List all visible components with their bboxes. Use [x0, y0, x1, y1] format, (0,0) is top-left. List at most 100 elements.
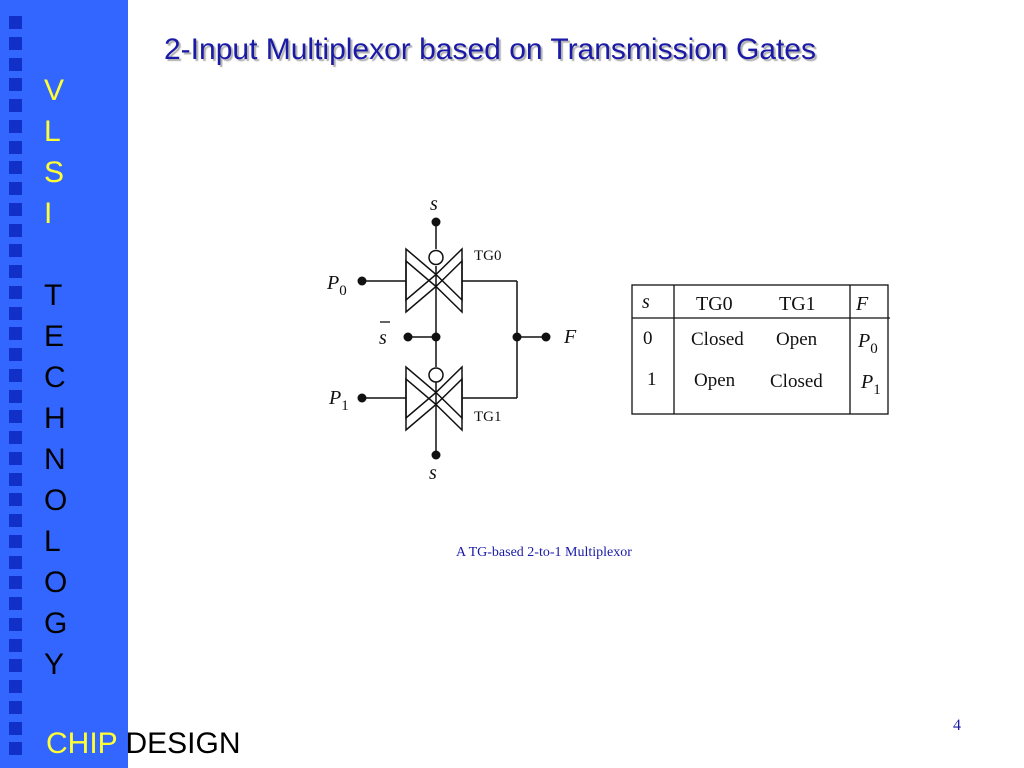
chip-design-footer: CHIP DESIGN — [46, 727, 241, 761]
table-row1-tg1: Closed — [770, 371, 823, 392]
label-p0: P0 — [326, 272, 347, 299]
square-bullet — [9, 700, 22, 714]
label-tg0: TG0 — [474, 248, 502, 264]
vlsi-letter: L — [44, 115, 61, 148]
circuit-nodes — [357, 217, 551, 460]
technology-letter: L — [44, 525, 61, 558]
node-p1 — [357, 393, 367, 403]
square-bullet — [9, 265, 22, 278]
design-word: DESIGN — [125, 727, 241, 760]
square-bullet — [9, 472, 22, 486]
square-bullet — [9, 182, 22, 195]
node-output-junction — [512, 332, 522, 342]
square-bullet — [9, 327, 22, 341]
technology-letter: H — [44, 402, 66, 435]
technology-letter: T — [44, 279, 63, 312]
node-f — [541, 332, 551, 342]
node-sbar-junction — [431, 332, 441, 342]
chip-word: CHIP — [46, 727, 118, 760]
table-row1-f-base: P — [860, 371, 873, 393]
node-sbar-input — [403, 332, 413, 342]
square-bullet — [9, 57, 22, 71]
square-bullet — [9, 202, 22, 216]
square-bullet — [9, 140, 22, 154]
square-bullet — [9, 368, 22, 382]
table-header-f: F — [855, 293, 869, 315]
technology-letter: N — [44, 443, 66, 476]
label-f: F — [563, 326, 577, 348]
node-s-bottom — [431, 450, 441, 460]
tg1-triangle-right-lower — [434, 377, 463, 432]
square-bullet — [9, 638, 22, 652]
technology-letter: O — [44, 484, 68, 517]
tg1-symbol — [405, 365, 463, 432]
label-p1-base: P — [328, 387, 341, 409]
sidebar: V L S I T E C H N O L O G Y — [0, 0, 128, 768]
square-bullet — [9, 244, 22, 258]
circuit-wires — [362, 222, 546, 455]
technology-letter: C — [44, 361, 66, 394]
square-bullet — [9, 742, 22, 756]
table-header-tg0: TG0 — [696, 293, 733, 315]
table-row0-f-base: P — [857, 330, 870, 352]
tg0-triangle-right-lower — [434, 259, 463, 314]
vlsi-letter: S — [44, 156, 65, 189]
square-bullet — [9, 555, 22, 569]
square-bullet — [9, 161, 22, 175]
technology-letter: G — [44, 607, 68, 640]
vlsi-letter: V — [44, 74, 65, 107]
label-p1-sub: 1 — [341, 398, 349, 414]
square-bullet — [9, 36, 22, 50]
square-bullet — [9, 223, 22, 237]
node-s-top — [431, 217, 441, 227]
square-bullet — [9, 16, 22, 29]
sidebar-square-column — [9, 16, 27, 763]
technology-letter: O — [44, 566, 68, 599]
label-p0-sub: 0 — [339, 283, 347, 299]
table-header-tg1: TG1 — [779, 293, 816, 315]
square-bullet — [9, 534, 22, 548]
page-number: 4 — [953, 717, 961, 734]
table-row0-f-sub: 0 — [870, 341, 878, 357]
square-bullet — [9, 78, 22, 92]
square-bullet — [9, 389, 22, 403]
table-row1-tg0: Open — [694, 370, 736, 391]
square-bullet — [9, 306, 22, 320]
square-bullet — [9, 348, 22, 361]
tg0-triangle-left-lower — [405, 259, 438, 314]
tg0-symbol — [405, 247, 463, 314]
square-bullet — [9, 576, 22, 590]
diagram-caption: A TG-based 2-to-1 Multiplexor — [456, 545, 632, 560]
vlsi-letter: I — [44, 197, 53, 230]
tg1-inversion-bubble — [428, 367, 444, 383]
label-p1: P1 — [328, 387, 349, 414]
truth-table-lines — [631, 284, 890, 415]
table-row0-tg0: Closed — [691, 329, 744, 350]
table-header-s: s — [642, 291, 650, 313]
square-bullet — [9, 451, 22, 465]
square-bullet — [9, 99, 22, 112]
square-bullet — [9, 514, 22, 527]
square-bullet — [9, 431, 22, 444]
label-s-bottom: s — [429, 462, 437, 484]
square-bullet — [9, 659, 22, 673]
table-row1-f: P1 — [860, 371, 881, 398]
technology-letter: E — [44, 320, 65, 353]
square-bullet — [9, 410, 22, 424]
table-row1-s: 1 — [647, 369, 657, 390]
table-row1-f-sub: 1 — [873, 382, 881, 398]
technology-letter: Y — [44, 648, 65, 681]
square-bullet — [9, 617, 22, 631]
square-bullet — [9, 721, 22, 735]
tg0-inversion-bubble — [428, 249, 444, 266]
square-bullet — [9, 119, 22, 133]
square-bullet — [9, 680, 22, 693]
tg1-triangle-left-lower — [405, 377, 438, 432]
table-row0-tg1: Open — [776, 329, 818, 350]
table-row0-s: 0 — [643, 328, 653, 349]
label-s-top: s — [430, 193, 438, 215]
label-s-bar: s — [379, 327, 387, 349]
label-tg1: TG1 — [474, 409, 502, 425]
node-p0 — [357, 276, 367, 286]
